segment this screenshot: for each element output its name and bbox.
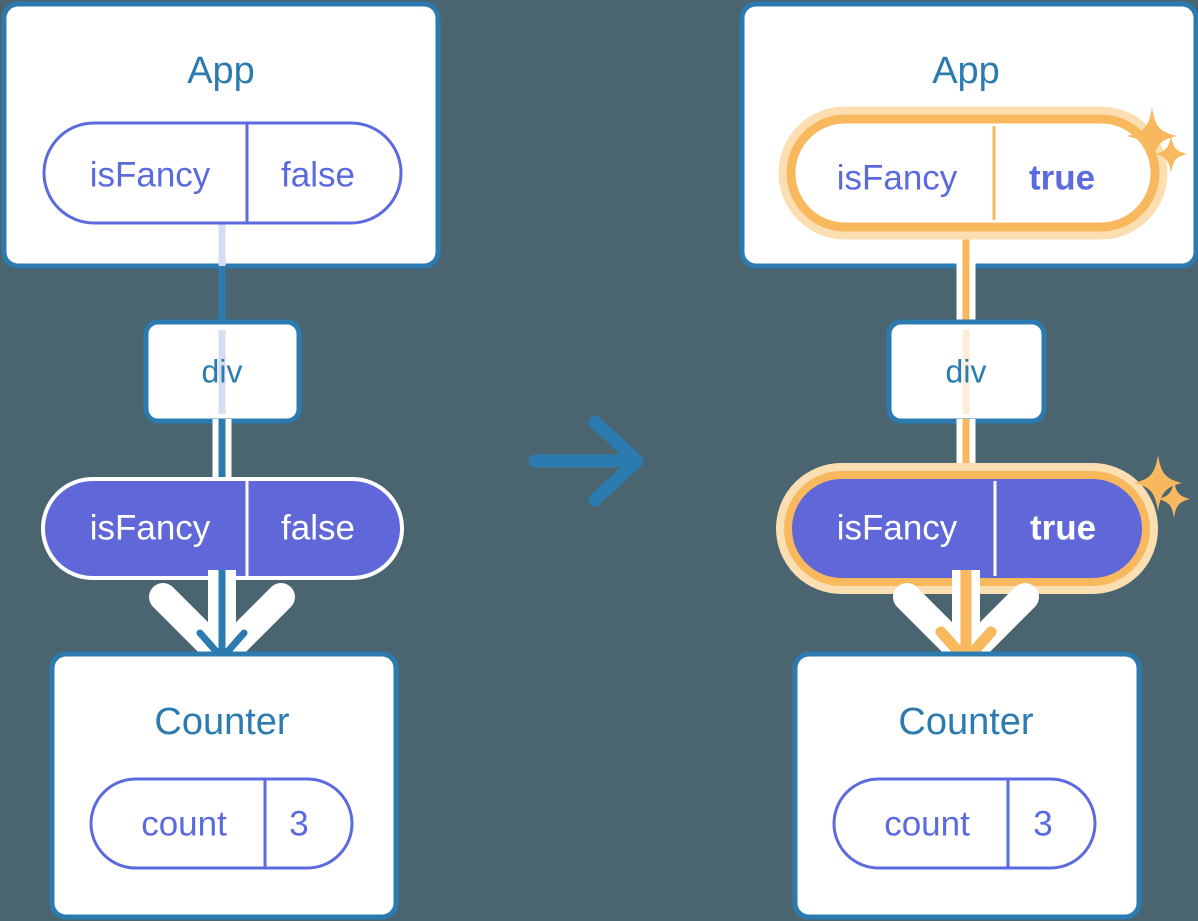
app-title-after: App <box>932 50 1000 92</box>
sparkle-group-props-after <box>1134 455 1190 518</box>
counter-title-after: Counter <box>898 701 1034 743</box>
pill-value-label: false <box>281 155 355 194</box>
app-title-before: App <box>187 50 255 92</box>
app-state-pill-before: isFancy false <box>42 121 403 225</box>
pill-value-label: 3 <box>1033 804 1052 843</box>
pill-highlight-ring <box>786 114 1160 232</box>
pill-key-label: isFancy <box>837 158 958 197</box>
pill-key-label: count <box>141 804 227 843</box>
sparkle-group-app-after <box>1127 107 1187 173</box>
arrow-right-icon-head <box>588 415 644 507</box>
sparkle-small-icon <box>1155 135 1187 173</box>
pill-highlight-glow <box>778 106 1168 240</box>
div-label-before: div <box>202 353 243 389</box>
sparkle-large-icon <box>1127 107 1177 165</box>
pill-outline <box>832 777 1097 870</box>
sparkle-small-icon <box>1158 480 1190 518</box>
pill-value-label: false <box>281 508 355 547</box>
pill-key-label: isFancy <box>90 155 211 194</box>
sparkle-large-icon <box>1134 455 1182 511</box>
panel-before: App isFancy false div i <box>1 1 441 920</box>
pill-key-label: isFancy <box>90 508 211 547</box>
pill-key-label: count <box>884 804 970 843</box>
counter-state-pill-after: count 3 <box>832 777 1097 870</box>
pill-outline <box>42 121 403 225</box>
props-pill-before: isFancy false <box>41 477 404 580</box>
counter-state-pill-before: count 3 <box>89 777 354 870</box>
pill-key-label: isFancy <box>837 508 958 547</box>
pill-outline <box>89 777 354 870</box>
counter-title-before: Counter <box>154 701 290 743</box>
div-label-after: div <box>946 353 987 389</box>
pill-value-label: true <box>1030 508 1096 547</box>
app-state-pill-after: isFancy true <box>778 106 1168 240</box>
pill-value-label: true <box>1029 158 1095 197</box>
panel-after: App isFancy true div <box>739 1 1198 920</box>
transition-arrow <box>528 415 644 507</box>
pill-value-label: 3 <box>289 804 308 843</box>
